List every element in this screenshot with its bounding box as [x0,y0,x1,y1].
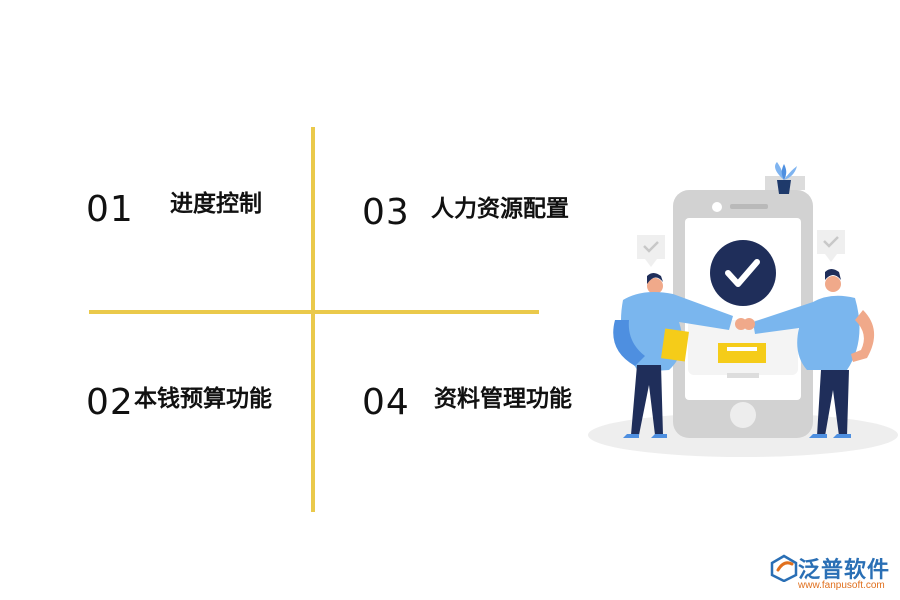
item-number-02: 02 [86,382,134,423]
speech-check-icon [817,230,845,262]
item-number-03: 03 [362,192,410,233]
brand-url: www.fanpusoft.com [798,580,885,591]
handshake-phone-illustration [588,162,898,457]
plant-icon [765,162,805,194]
brand-logo-icon [770,554,798,582]
horizontal-divider [89,310,539,314]
item-number-01: 01 [86,189,134,230]
brand-logo: 泛普软件 www.fanpusoft.com [770,552,895,596]
brand-name: 泛普软件 [798,558,891,583]
item-label-hr-allocation: 人力资源配置 [431,196,569,222]
left-person [613,273,733,438]
speech-check-icon [637,235,665,267]
item-label-document-management: 资料管理功能 [434,386,572,412]
vertical-divider [311,127,315,512]
right-person [753,269,875,438]
item-number-04: 04 [362,382,410,423]
item-label-progress-control: 进度控制 [170,191,262,217]
check-circle-icon [710,240,776,306]
item-label-cost-budget: 本钱预算功能 [134,386,272,412]
